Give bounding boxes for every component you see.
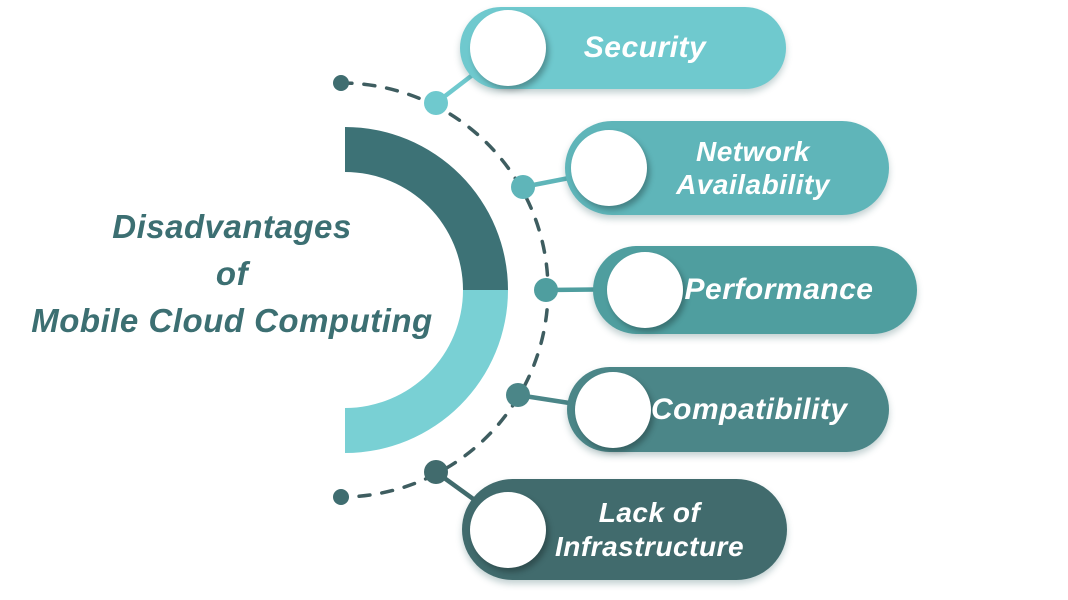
connector-dot-security bbox=[424, 91, 448, 115]
item-pill-security: Security bbox=[460, 7, 786, 89]
pill-bullet-circle bbox=[575, 371, 651, 448]
item-pill-compatibility: Compatibility bbox=[567, 367, 889, 452]
item-pill-performance: Performance bbox=[593, 246, 917, 334]
item-label-line-1: Security bbox=[583, 31, 707, 65]
pill-bullet-circle bbox=[571, 130, 647, 206]
diagram-title: Disadvantages of Mobile Cloud Computing bbox=[12, 204, 452, 345]
connector-dot-lack bbox=[424, 460, 448, 484]
half-donut-bottom-segment bbox=[345, 290, 508, 453]
connector-dot-performance bbox=[534, 278, 558, 302]
arc-endpoint-dot-bottom bbox=[333, 489, 349, 505]
item-label-line-1: Compatibility bbox=[651, 392, 848, 426]
item-label: Compatibility bbox=[651, 392, 890, 427]
title-line-2: of bbox=[215, 254, 249, 292]
item-label-line-2: Availability bbox=[676, 169, 830, 200]
item-label: Performance bbox=[683, 272, 917, 307]
item-label: Security bbox=[546, 30, 786, 65]
pill-bullet-circle bbox=[607, 252, 683, 328]
item-label-line-1: Network bbox=[696, 135, 810, 167]
item-label-line-2: Infrastructure bbox=[554, 530, 745, 562]
title-line-1: Disadvantages bbox=[112, 208, 352, 245]
title-line-3: Mobile Cloud Computing bbox=[31, 301, 433, 339]
item-label-line-1: Lack of bbox=[598, 497, 701, 529]
item-label-line-1: Performance bbox=[684, 273, 874, 307]
arc-endpoint-dot-top bbox=[333, 75, 349, 91]
item-pill-lack-of-infrastructure: Lack of Infrastructure bbox=[462, 479, 787, 580]
connector-dot-compatibility bbox=[506, 383, 530, 407]
item-label: Network Availability bbox=[647, 135, 889, 201]
connector-dot-network bbox=[511, 175, 535, 199]
item-pill-network-availability: Network Availability bbox=[565, 121, 889, 215]
half-donut-top-segment bbox=[345, 127, 508, 290]
item-label: Lack of Infrastructure bbox=[546, 496, 787, 562]
pill-bullet-circle bbox=[470, 491, 546, 568]
pill-bullet-circle bbox=[470, 10, 546, 86]
